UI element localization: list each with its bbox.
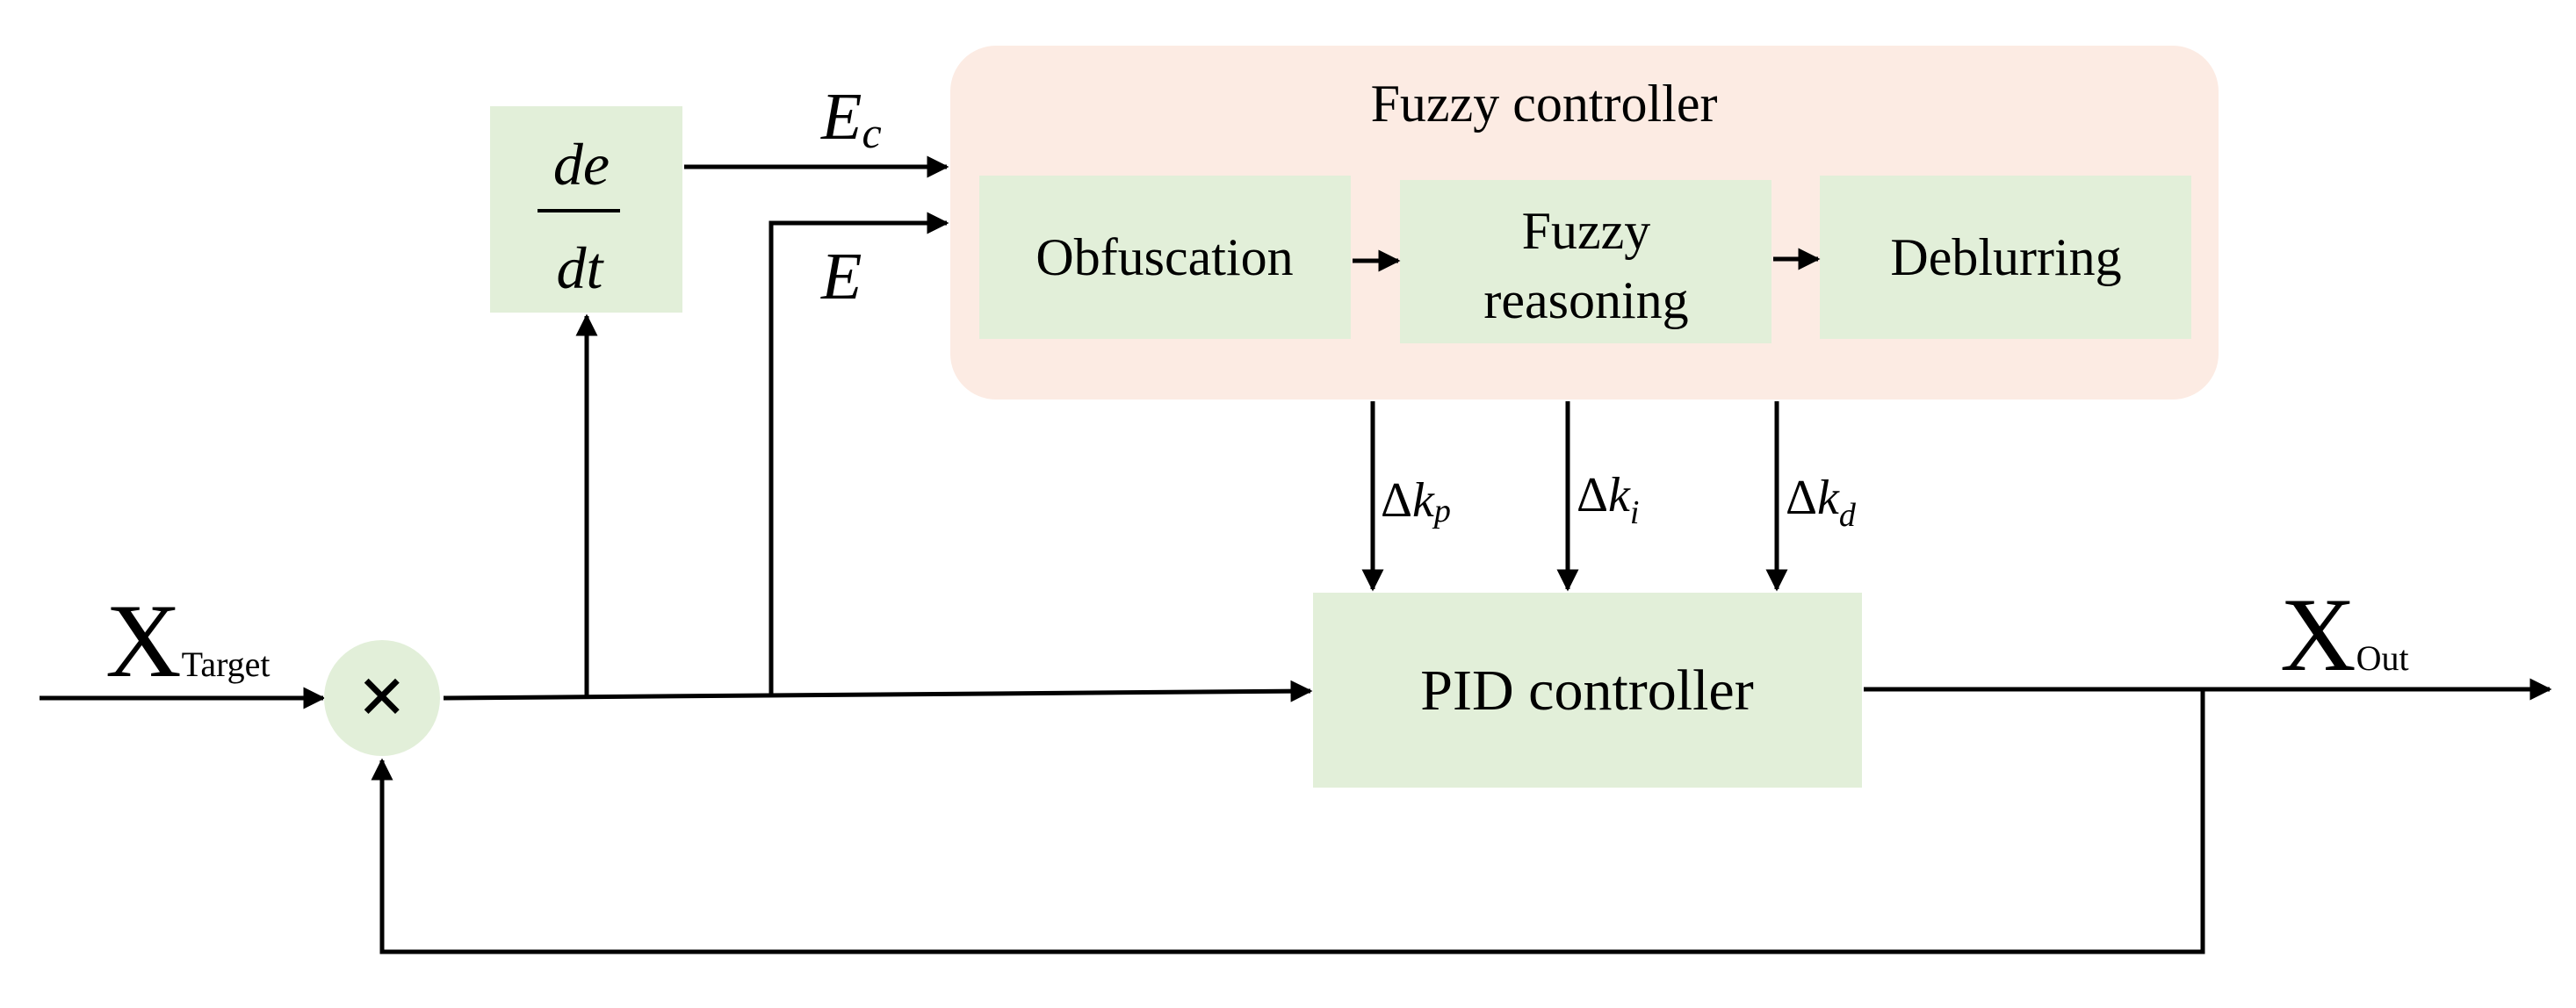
arrow-junction-to-pid — [443, 680, 1313, 702]
x-target-label: XTarget — [105, 582, 271, 699]
delta-ki-label: Δki — [1577, 468, 1639, 531]
arrow-error-to-fuzzy — [768, 212, 949, 694]
pid-controller-block — [1313, 593, 1862, 788]
deblurring-block — [1820, 176, 2191, 339]
deblurring-label: Deblurring — [1890, 228, 2121, 286]
x-out-label: XOut — [2280, 576, 2409, 693]
delta-kp-label: Δkp — [1381, 473, 1451, 529]
pid-controller-label: PID controller — [1420, 659, 1753, 723]
arrow-feedback-path — [371, 689, 2205, 954]
e-signal-label: E — [820, 240, 862, 313]
fuzzy-controller-title: Fuzzy controller — [1371, 75, 1718, 133]
derivative-denominator: dt — [557, 234, 605, 301]
ec-signal-label: Ec — [820, 80, 882, 157]
fuzzy-reasoning-label-line1: Fuzzy — [1522, 202, 1651, 260]
delta-kd-label: Δkd — [1786, 471, 1857, 534]
derivative-numerator: de — [553, 131, 610, 198]
fuzzy-reasoning-block — [1400, 180, 1771, 343]
summing-junction — [324, 640, 440, 756]
obfuscation-label: Obfuscation — [1035, 228, 1293, 286]
obfuscation-block — [979, 176, 1351, 339]
summing-junction-symbol: × — [358, 649, 407, 743]
fuzzy-reasoning-label-line2: reasoning — [1483, 271, 1688, 329]
